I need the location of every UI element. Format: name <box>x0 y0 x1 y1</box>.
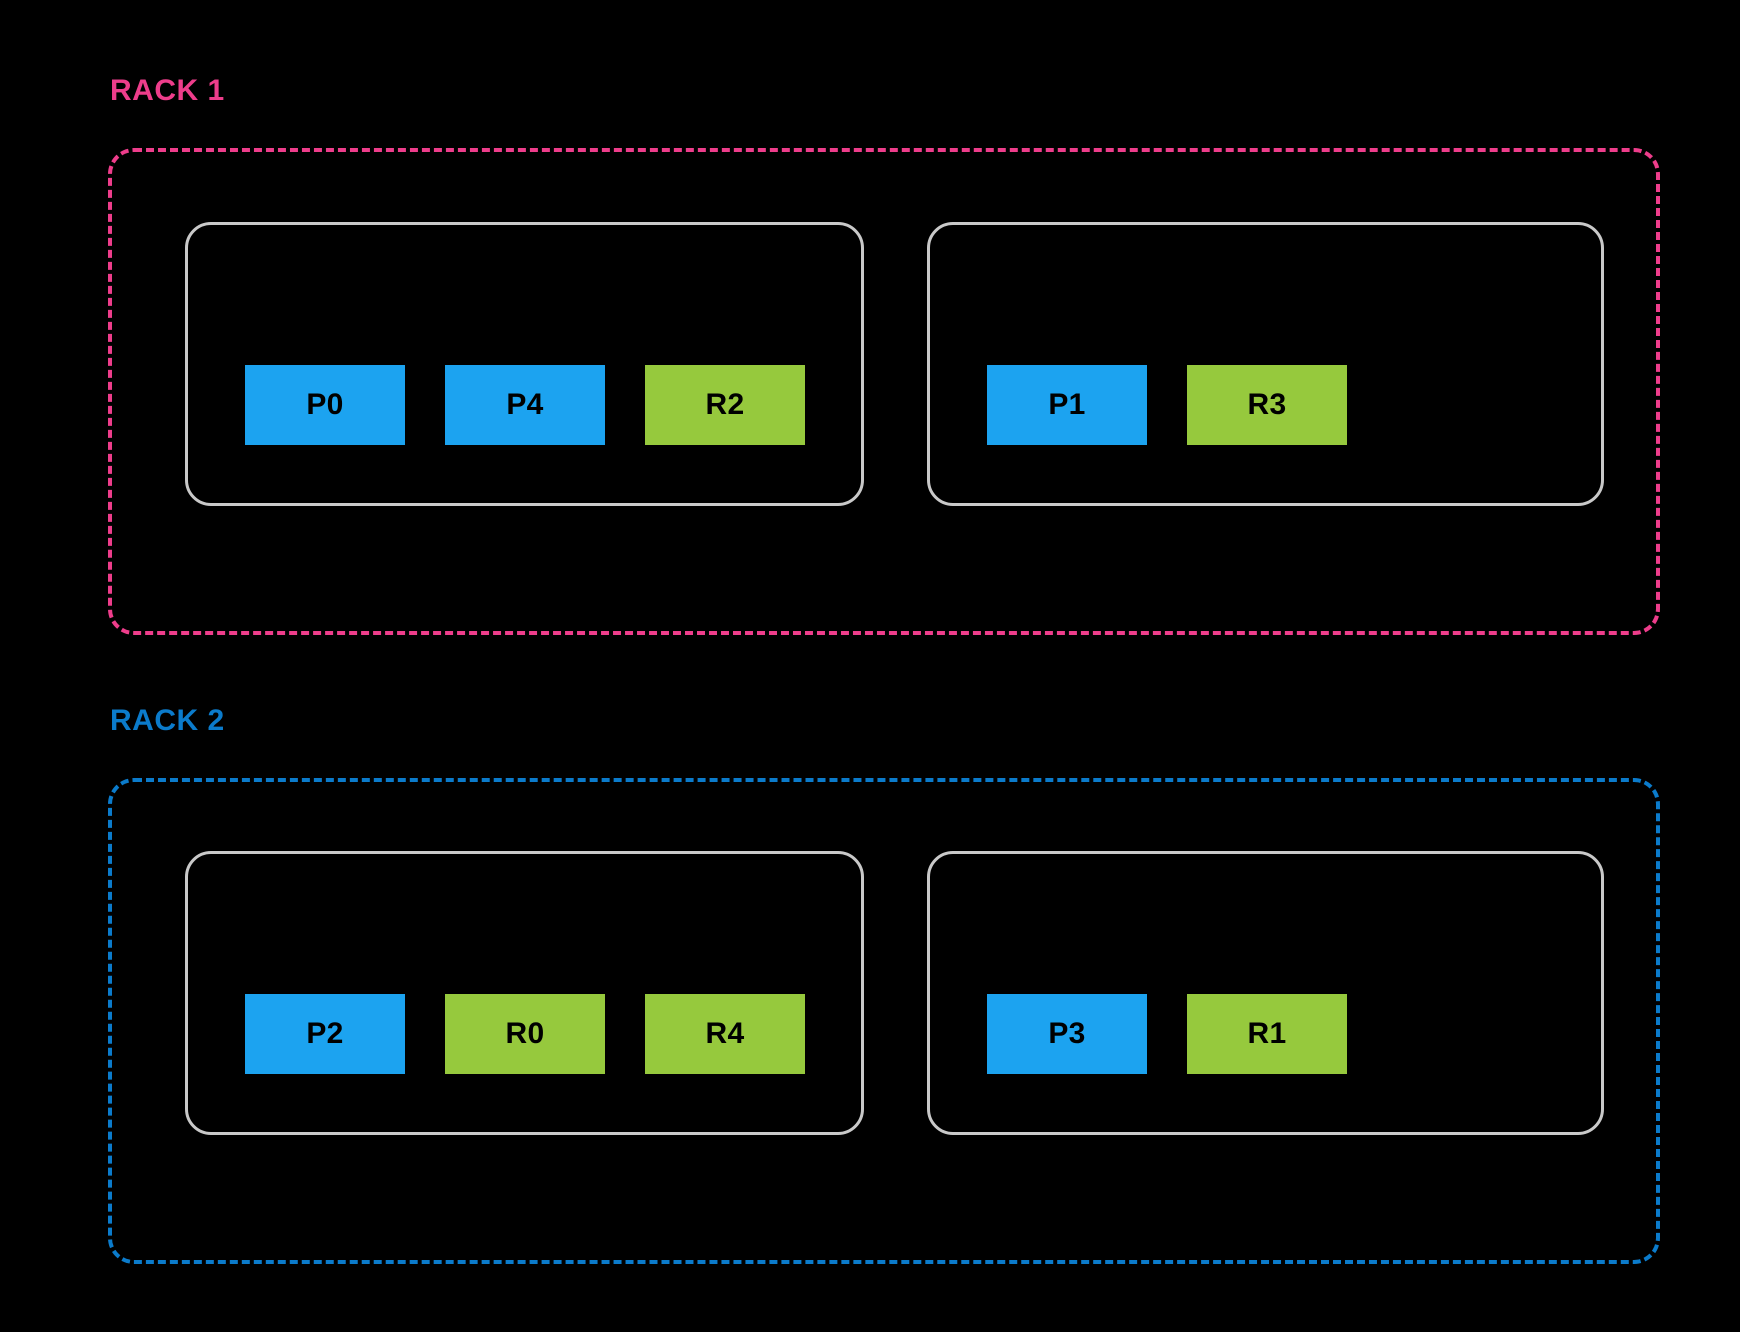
chip-row: P0 P4 R2 <box>245 365 805 445</box>
chip-r3[interactable]: R3 <box>1187 365 1347 445</box>
chip-r0[interactable]: R0 <box>445 994 605 1074</box>
rack-1-boundary: P0 P4 R2 P1 R3 <box>108 148 1660 635</box>
rack-1-node-group-1: P0 P4 R2 <box>185 222 864 506</box>
rack-1-label: RACK 1 <box>110 74 225 107</box>
chip-r2[interactable]: R2 <box>645 365 805 445</box>
rack-1-node-group-2: P1 R3 <box>927 222 1604 506</box>
chip-p2[interactable]: P2 <box>245 994 405 1074</box>
rack-2-label: RACK 2 <box>110 704 225 737</box>
chip-p3[interactable]: P3 <box>987 994 1147 1074</box>
chip-row: P2 R0 R4 <box>245 994 805 1074</box>
chip-p0[interactable]: P0 <box>245 365 405 445</box>
rack-2-node-group-1: P2 R0 R4 <box>185 851 864 1135</box>
chip-r4[interactable]: R4 <box>645 994 805 1074</box>
chip-row: P3 R1 <box>987 994 1347 1074</box>
chip-p1[interactable]: P1 <box>987 365 1147 445</box>
chip-p4[interactable]: P4 <box>445 365 605 445</box>
chip-row: P1 R3 <box>987 365 1347 445</box>
chip-r1[interactable]: R1 <box>1187 994 1347 1074</box>
rack-2-node-group-2: P3 R1 <box>927 851 1604 1135</box>
rack-2-boundary: P2 R0 R4 P3 R1 <box>108 778 1660 1264</box>
